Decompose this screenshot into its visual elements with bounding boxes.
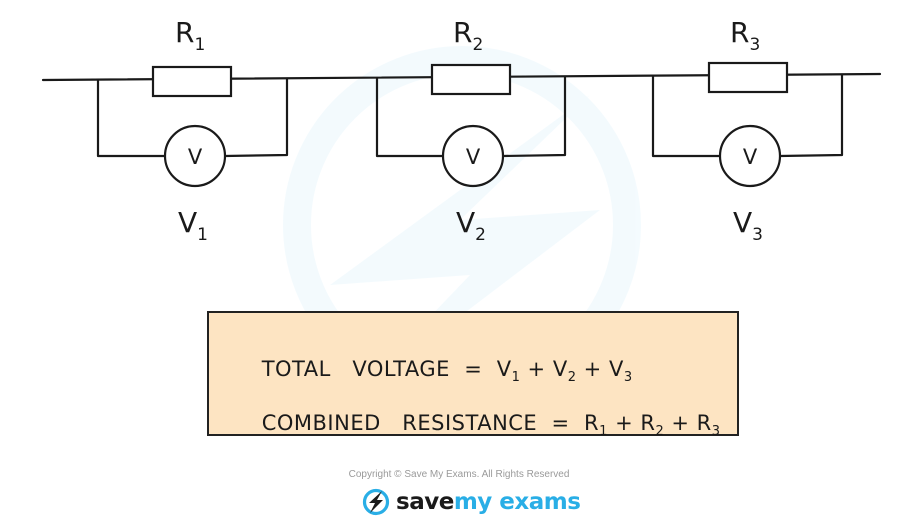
save-my-exams-logo: savemy exams <box>362 488 581 516</box>
term-r2: R2 <box>640 411 665 439</box>
term-r3: R3 <box>696 411 721 439</box>
term-v3: V3 <box>608 357 633 385</box>
plus-sign: + <box>607 411 641 435</box>
branch-wire-left <box>96 78 167 158</box>
voltmeter-1 <box>163 124 227 188</box>
total-voltage-label: TOTAL VOLTAGE = <box>261 357 497 381</box>
voltmeter-symbol: V <box>466 145 481 169</box>
branch-wire-right <box>778 73 844 158</box>
copyright-text: Copyright © Save My Exams. All Rights Re… <box>348 469 570 480</box>
voltmeter-3 <box>718 124 782 188</box>
total-voltage-equation: TOTAL VOLTAGE = V1 + V2 + V3 <box>233 333 633 409</box>
voltmeter-label-2: V2 <box>456 206 486 245</box>
resistor-label-1: R1 <box>175 16 205 55</box>
term-v1: V1 <box>496 357 521 385</box>
voltmeter-label-3: V3 <box>733 206 763 245</box>
resistor-label-2: R2 <box>453 16 483 55</box>
summary-box: TOTAL VOLTAGE = V1 + V2 + V3 COMBINED RE… <box>207 311 739 439</box>
combined-resistance-equation: COMBINED RESISTANCE = R1 + R2 + R3 <box>233 387 721 463</box>
plus-sign: + <box>664 411 697 435</box>
plus-sign: + <box>520 357 553 381</box>
branch-wire-right <box>223 77 289 158</box>
voltmeter-label-1: V1 <box>178 206 208 245</box>
lightning-bolt-icon <box>362 488 390 516</box>
resistor-label-3: R3 <box>730 16 760 55</box>
branch-wire-right <box>501 75 567 158</box>
logo-text-my-exams: my exams <box>453 489 581 515</box>
combined-resistance-label: COMBINED RESISTANCE = <box>261 411 585 435</box>
plus-sign: + <box>576 357 609 381</box>
logo-text-save: save <box>396 489 454 515</box>
term-v2: V2 <box>552 357 577 385</box>
branch-wire-left <box>375 76 445 158</box>
term-r1: R1 <box>584 411 608 439</box>
voltmeter-2 <box>441 124 505 188</box>
branch-wire-left <box>651 74 722 158</box>
voltmeter-symbol: V <box>188 145 203 169</box>
voltmeter-symbol: V <box>743 145 758 169</box>
resistor-1 <box>151 65 233 98</box>
resistor-3 <box>707 61 789 94</box>
resistor-2 <box>430 63 512 96</box>
